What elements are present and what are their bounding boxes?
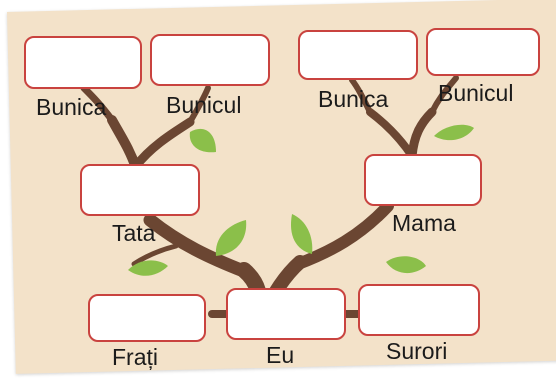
label-grandmother-left: Bunica (36, 94, 107, 120)
branch-right-up (407, 107, 437, 161)
me-box[interactable] (226, 288, 346, 340)
brothers-box[interactable] (88, 294, 206, 342)
label-father: Tata (112, 220, 156, 246)
sisters-box[interactable] (358, 284, 480, 336)
label-sisters: Surori (386, 338, 448, 364)
label-grandmother-right: Bunica (318, 86, 389, 112)
grandmother-right-box[interactable] (298, 30, 418, 80)
leaf-1 (189, 128, 216, 153)
leaf-4 (128, 260, 168, 276)
label-grandfather-right: Bunicul (438, 80, 514, 106)
branch-left-up-2 (131, 117, 195, 171)
label-mother: Mama (392, 210, 456, 236)
branch-left-fork-2 (187, 85, 211, 125)
branch-right-fork (349, 77, 373, 115)
twig-left (131, 243, 179, 267)
branch-left-up (107, 115, 141, 173)
grandmother-left-box[interactable] (24, 36, 142, 89)
grandfather-left-box[interactable] (150, 34, 270, 86)
leaf-6 (434, 124, 474, 141)
branch-right-main (292, 200, 394, 270)
label-grandfather-left: Bunicul (166, 92, 242, 118)
branch-right-up-2 (366, 108, 416, 160)
branch-right-fork-2 (429, 75, 459, 115)
leaf-5 (386, 256, 426, 274)
branch-left-main (143, 213, 253, 279)
grandfather-right-box[interactable] (426, 28, 540, 76)
label-brothers: Frați (112, 344, 158, 370)
branch-left-fork (80, 84, 116, 124)
mother-box[interactable] (364, 154, 482, 206)
leaf-3 (290, 214, 313, 254)
label-me: Eu (266, 342, 295, 368)
leaf-2 (215, 220, 247, 256)
father-box[interactable] (80, 164, 200, 216)
